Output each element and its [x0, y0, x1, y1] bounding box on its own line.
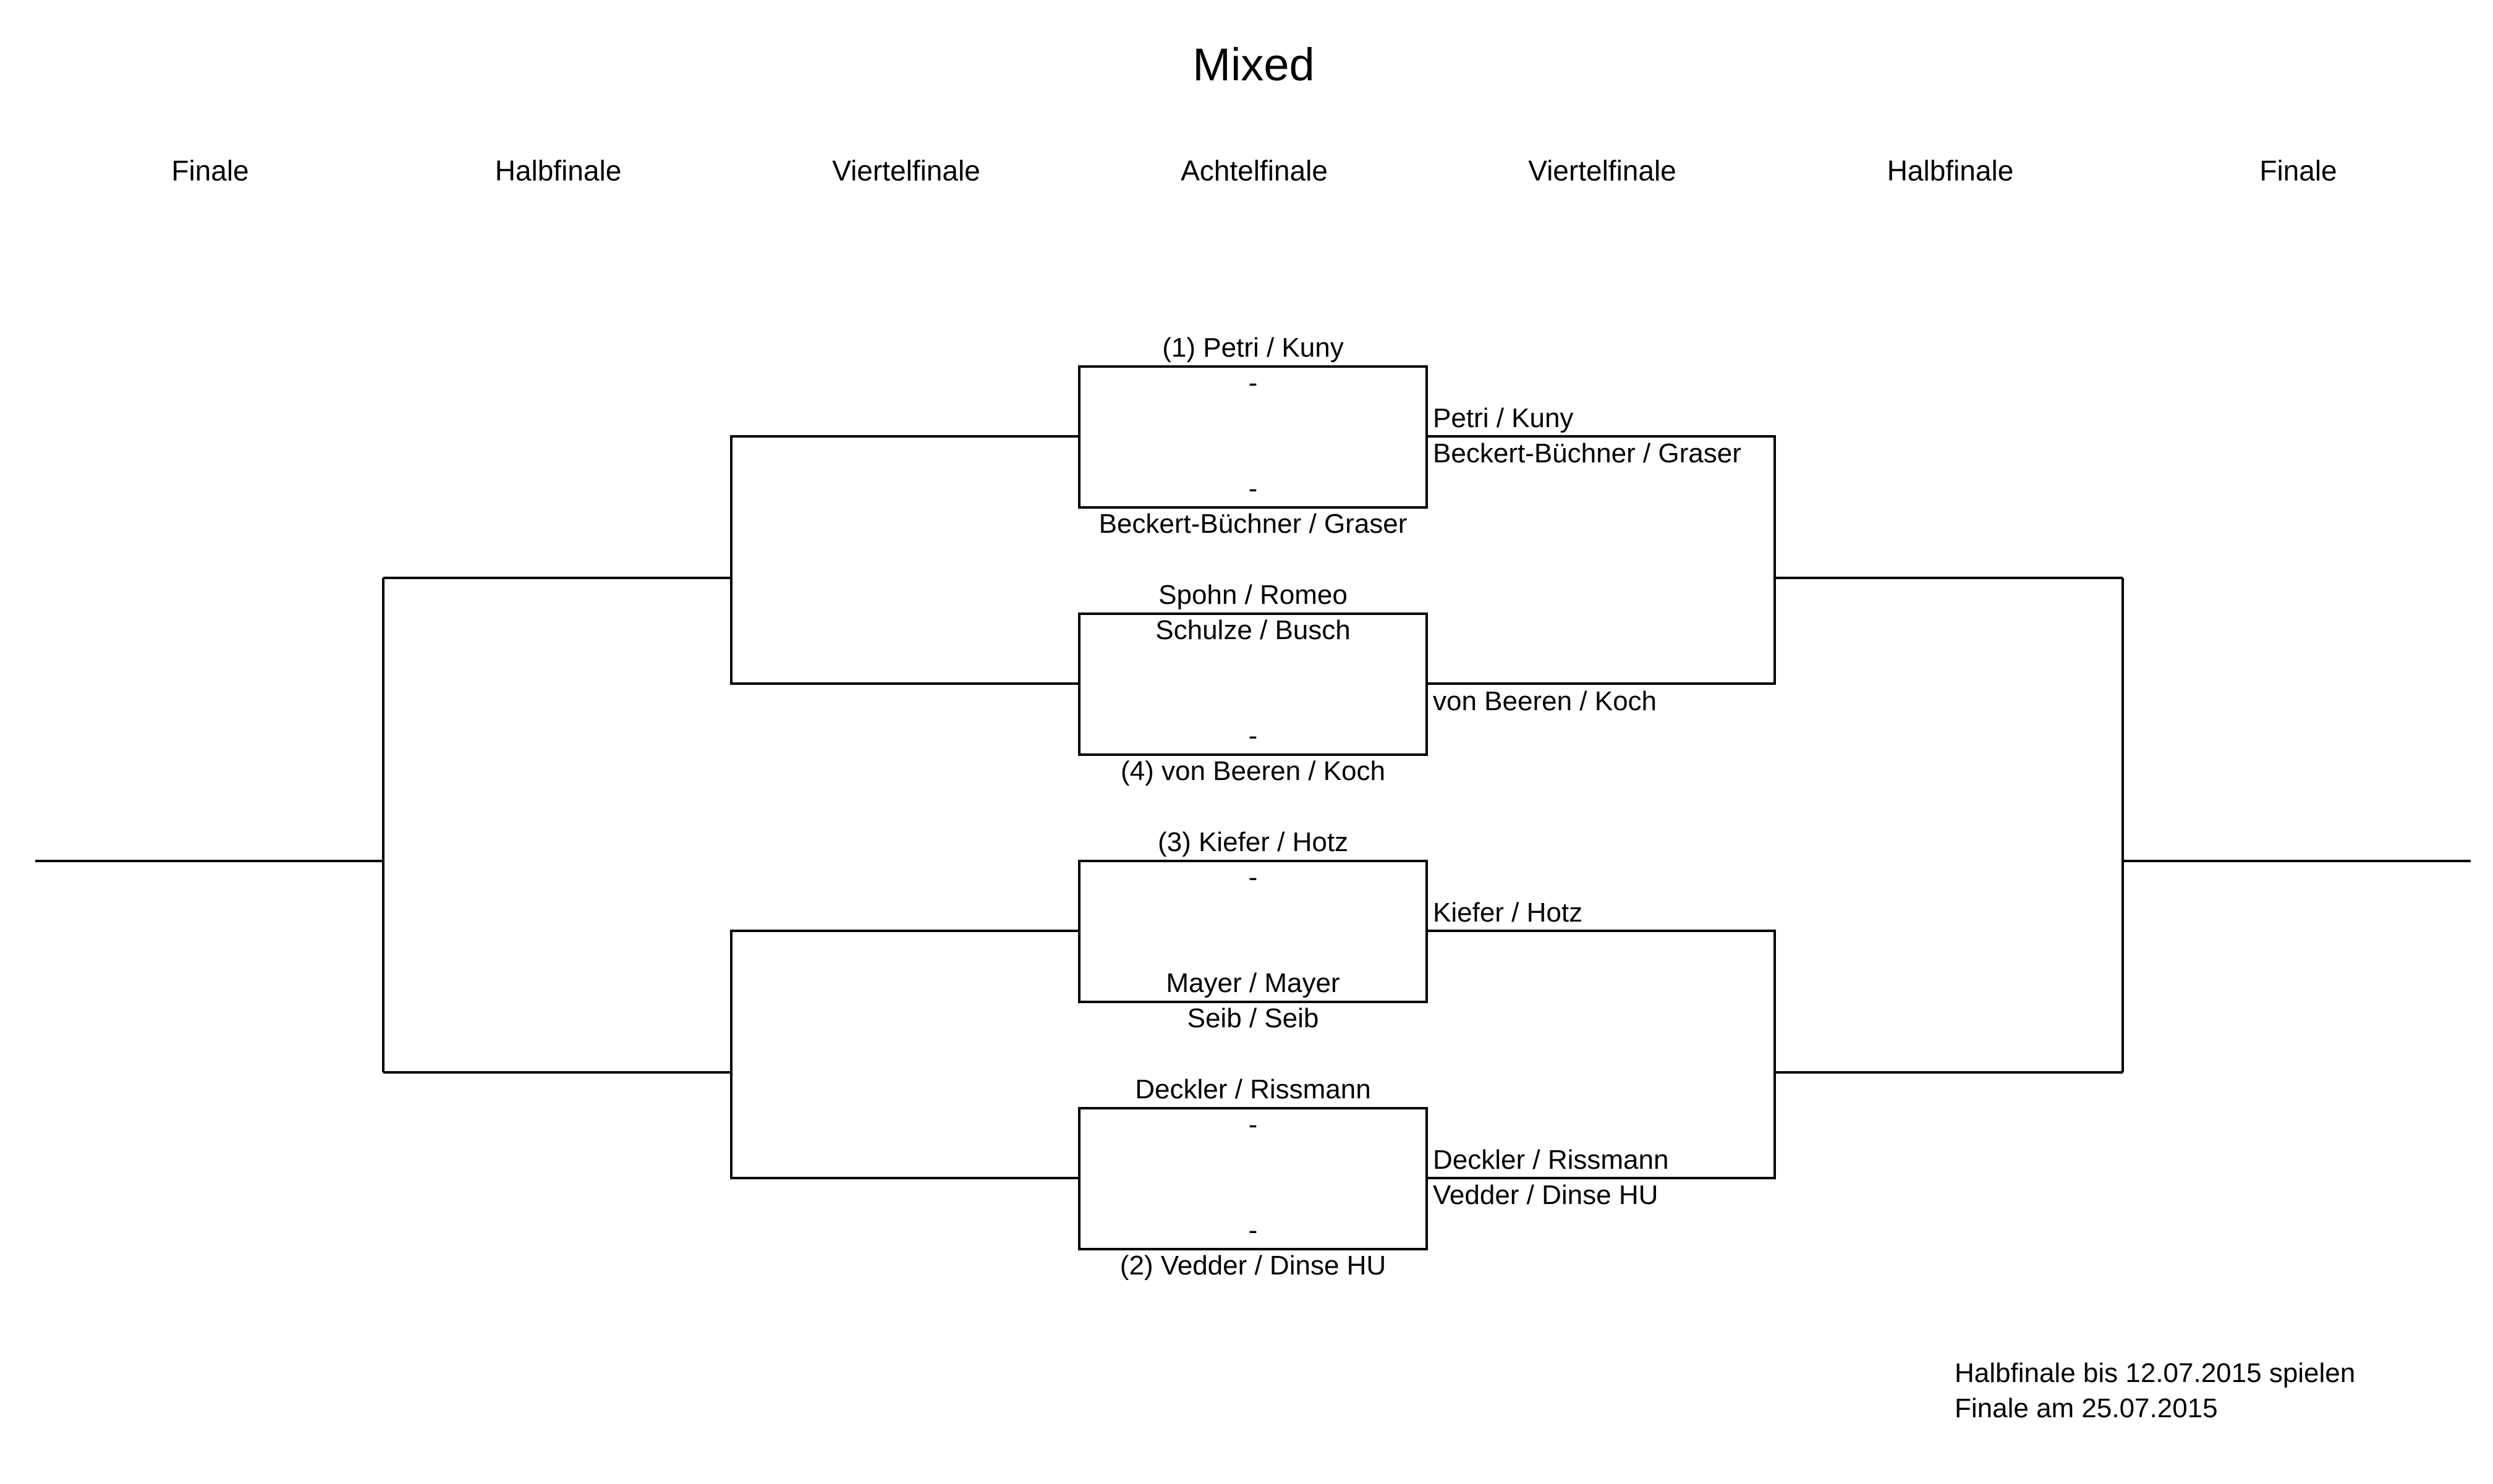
qf-2-top-player: Kiefer / Hotz	[1433, 897, 1582, 928]
match-2-bottom-score: -	[1249, 721, 1258, 751]
qf-1-top-player: Petri / Kuny	[1433, 403, 1573, 433]
round-header-halbfinale-right: Halbfinale	[1887, 155, 2014, 187]
bracket-right-final	[2121, 578, 2471, 1072]
bracket-left-lower	[383, 930, 1079, 1179]
qf-2-bottom-player: Vedder / Dinse HU	[1433, 1180, 1658, 1210]
match-4-bottom-player: (2) Vedder / Dinse HU	[1120, 1250, 1386, 1281]
qf-1-top-player-2: Beckert-Büchner / Graser	[1433, 438, 1741, 469]
bracket-left-final	[35, 578, 384, 1072]
round-header-viertelfinale-left: Viertelfinale	[832, 155, 980, 187]
bracket-left-upper	[383, 435, 1079, 685]
match-3-bottom-score: Mayer / Mayer	[1166, 968, 1340, 998]
match-4-bottom-score: -	[1249, 1215, 1258, 1245]
match-4-top-player: Deckler / Rissmann	[1135, 1074, 1370, 1105]
round-header-achtelfinale: Achtelfinale	[1181, 155, 1328, 187]
bracket-title: Mixed	[1192, 39, 1314, 90]
round-header-viertelfinale-right: Viertelfinale	[1528, 155, 1676, 187]
match-2-bottom-player: (4) von Beeren / Koch	[1121, 756, 1385, 786]
match-1-top-player: (1) Petri / Kuny	[1162, 333, 1343, 363]
match-1-bottom-score: -	[1249, 473, 1258, 504]
match-1-top-score: -	[1249, 368, 1258, 398]
qf-2-top-player-2: Deckler / Rissmann	[1433, 1145, 1668, 1175]
match-4-top-score: -	[1249, 1109, 1258, 1140]
match-3-bottom-player: Seib / Seib	[1187, 1003, 1319, 1033]
match-2-top-score: Schulze / Busch	[1155, 615, 1351, 645]
match-3-top-player: (3) Kiefer / Hotz	[1158, 827, 1348, 857]
match-2-top-player: Spohn / Romeo	[1158, 580, 1348, 610]
match-3-top-score: -	[1249, 862, 1258, 893]
round-header-finale-right: Finale	[2259, 155, 2337, 187]
bracket-right-upper	[1427, 435, 2123, 685]
round-header-finale-left: Finale	[171, 155, 248, 187]
note-halbfinale: Halbfinale bis 12.07.2015 spielen	[1955, 1358, 2355, 1388]
match-1-bottom-player: Beckert-Büchner / Graser	[1099, 509, 1408, 539]
qf-1-bottom-player: von Beeren / Koch	[1433, 686, 1657, 716]
round-header-halbfinale-left: Halbfinale	[495, 155, 622, 187]
bracket-right-lower	[1427, 930, 2123, 1179]
note-finale: Finale am 25.07.2015	[1955, 1393, 2218, 1423]
